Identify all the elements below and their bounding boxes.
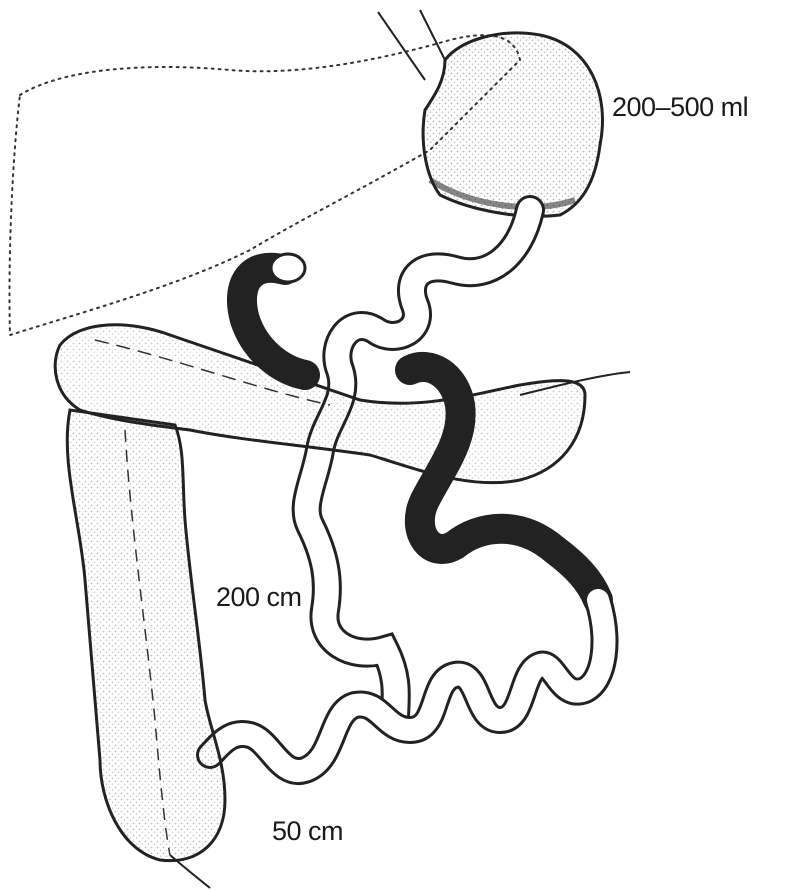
biliopancreatic-limb-label: 200 cm <box>216 582 302 613</box>
stomach-volume-label: 200–500 ml <box>612 92 748 123</box>
common-channel-label: 50 cm <box>272 816 343 847</box>
